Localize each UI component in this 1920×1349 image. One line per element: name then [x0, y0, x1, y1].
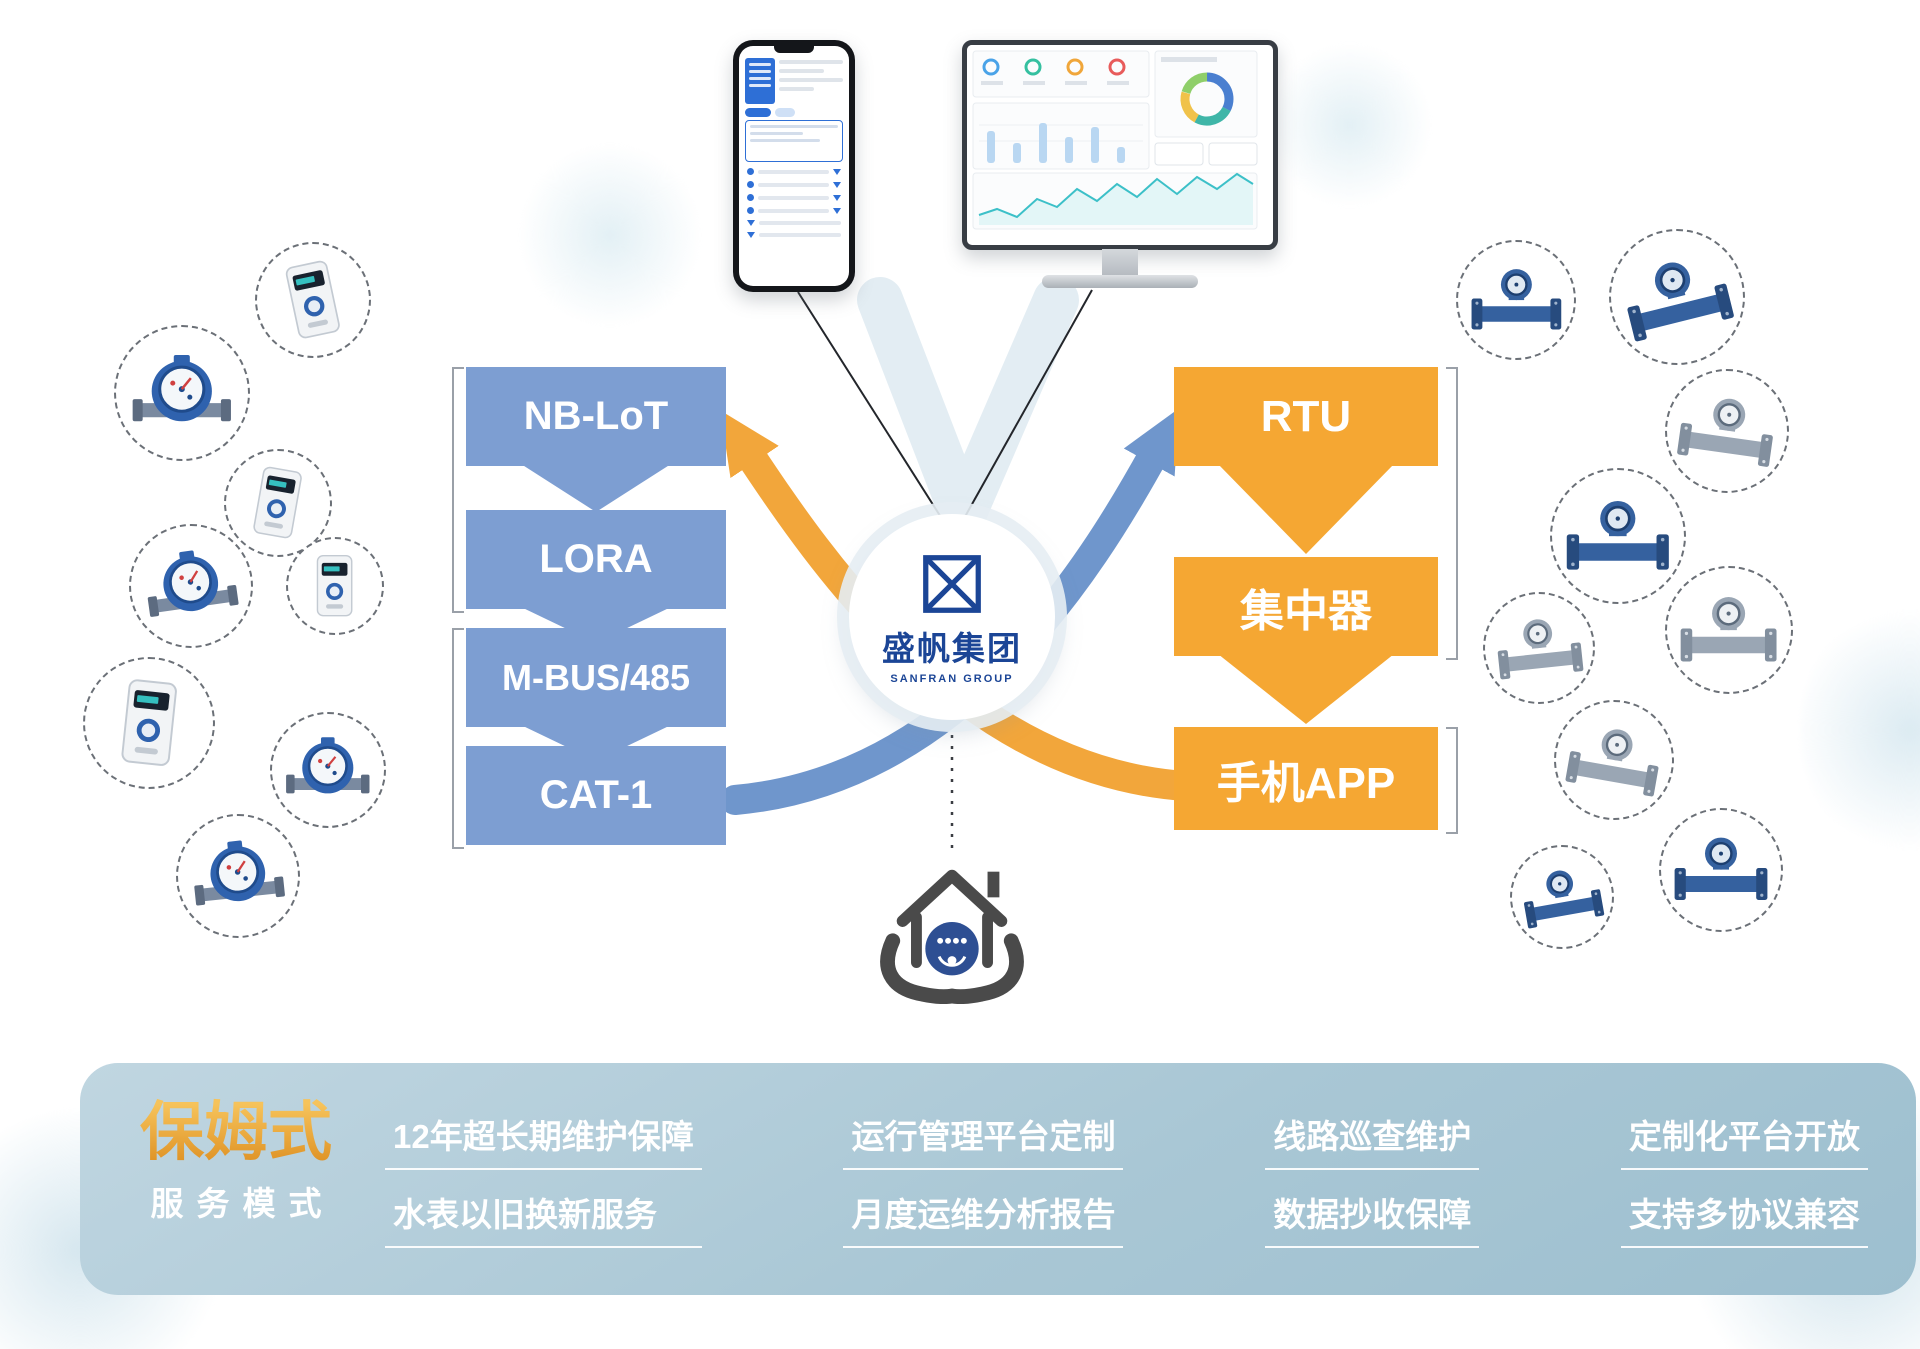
protocol-label: M-BUS/485 [501, 656, 691, 698]
meter-photo [1659, 808, 1783, 932]
service-item: 12年超长期维护保障 [385, 1110, 702, 1170]
protocol-box-mbus: M-BUS/485 [466, 628, 726, 727]
meter-photo [176, 814, 300, 938]
phone-screen [739, 46, 849, 286]
device-label: RTU [1260, 391, 1352, 441]
meter-photo [286, 537, 384, 635]
banner-column: 运行管理平台定制 月度运维分析报告 [843, 1110, 1124, 1248]
service-item: 数据抄收保障 [1265, 1188, 1480, 1248]
phone-list-row [747, 207, 841, 214]
service-house-in-hands-icon [880, 869, 1024, 1004]
meter-photo [83, 657, 215, 789]
phone-list-row [747, 181, 841, 188]
service-banner: 保姆式 服务模式 12年超长期维护保障 水表以旧换新服务 运行管理平台定制 月度… [80, 1063, 1916, 1295]
mobile-app-mockup [733, 40, 855, 292]
banner-column: 12年超长期维护保障 水表以旧换新服务 [385, 1110, 702, 1248]
meter-photo [270, 712, 386, 828]
service-item: 支持多协议兼容 [1620, 1188, 1868, 1248]
monitor-connector-line [961, 289, 1093, 523]
phone-buttons-row [745, 108, 843, 117]
device-box-mobile-app: 手机APP [1174, 727, 1438, 830]
meter-photo [1665, 566, 1793, 694]
protocol-label: LORA [539, 537, 653, 581]
phone-notch [774, 46, 814, 53]
chevron-connector [1218, 654, 1394, 724]
company-logo-badge: 盛帆集团 SANFRAN GROUP [849, 514, 1055, 720]
monitor-screen [962, 40, 1278, 250]
banner-title: 保姆式 [108, 1097, 364, 1168]
service-item: 线路巡查维护 [1265, 1110, 1480, 1170]
service-item: 定制化平台开放 [1620, 1110, 1868, 1170]
service-item: 月度运维分析报告 [843, 1188, 1124, 1248]
line-chart [972, 172, 1258, 230]
dashboard-monitor-mockup [962, 40, 1278, 288]
banner-column: 线路巡查维护 数据抄收保障 [1265, 1110, 1480, 1248]
chevron-connector [1218, 464, 1394, 554]
device-label: 手机APP [1216, 758, 1396, 808]
phone-list-row [747, 194, 841, 201]
banner-columns: 12年超长期维护保障 水表以旧换新服务 运行管理平台定制 月度运维分析报告 线路… [385, 1063, 1868, 1295]
company-name: 盛帆集团 [882, 630, 1022, 667]
right-bracket-top [1446, 367, 1458, 660]
meter-photo [114, 325, 250, 461]
meter-photo [129, 524, 253, 648]
phone-form-panel [745, 120, 843, 162]
left-bracket-top [452, 367, 464, 613]
meter-photo [1609, 229, 1745, 365]
meter-photo [1554, 700, 1674, 820]
meter-photo [224, 449, 332, 557]
background-blob [1270, 40, 1430, 210]
device-box-concentrator: 集中器 [1174, 557, 1438, 656]
phone-text-lines [779, 58, 843, 104]
service-item: 水表以旧换新服务 [385, 1188, 702, 1248]
phone-connector-line [797, 291, 945, 523]
protocol-label: NB-LoT [523, 394, 669, 438]
right-bracket-bottom [1446, 727, 1458, 834]
meter-photo [1456, 240, 1576, 360]
meter-photo [1483, 592, 1595, 704]
service-item: 运行管理平台定制 [843, 1110, 1124, 1170]
device-label: 集中器 [1240, 586, 1372, 636]
watermark-v [857, 277, 1079, 576]
left-bracket-bottom [452, 628, 464, 849]
company-name-en: SANFRAN GROUP [890, 673, 1014, 685]
banner-column: 定制化平台开放 支持多协议兼容 [1620, 1110, 1868, 1248]
bar-chart [979, 123, 1143, 163]
device-box-rtu: RTU [1174, 367, 1438, 466]
banner-subtitle: 服务模式 [150, 1185, 335, 1223]
phone-sidebar-block [745, 58, 775, 104]
background-blob [1800, 600, 1920, 860]
protocol-label: CAT-1 [539, 773, 653, 817]
company-logo-icon [923, 555, 981, 613]
phone-list-row [747, 220, 841, 226]
monitor-stand-neck [1102, 249, 1138, 275]
phone-list-row [747, 168, 841, 175]
monitor-stand-base [1042, 275, 1198, 288]
background-blob [520, 140, 700, 330]
chevron-connector [521, 464, 671, 512]
meter-photo [255, 242, 371, 358]
protocol-box-cat1: CAT-1 [466, 746, 726, 845]
donut-chart [1180, 72, 1234, 126]
protocol-box-nbiot: NB-LoT [466, 367, 726, 466]
meter-photo [1665, 369, 1789, 493]
protocol-box-lora: LORA [466, 510, 726, 609]
phone-list-row [747, 232, 841, 238]
meter-photo [1510, 845, 1614, 949]
meter-photo [1550, 468, 1686, 604]
dashboard-screen-content [967, 45, 1263, 235]
phone-app-header [745, 58, 843, 104]
banner-title-zone: 保姆式 服务模式 [108, 1097, 364, 1225]
